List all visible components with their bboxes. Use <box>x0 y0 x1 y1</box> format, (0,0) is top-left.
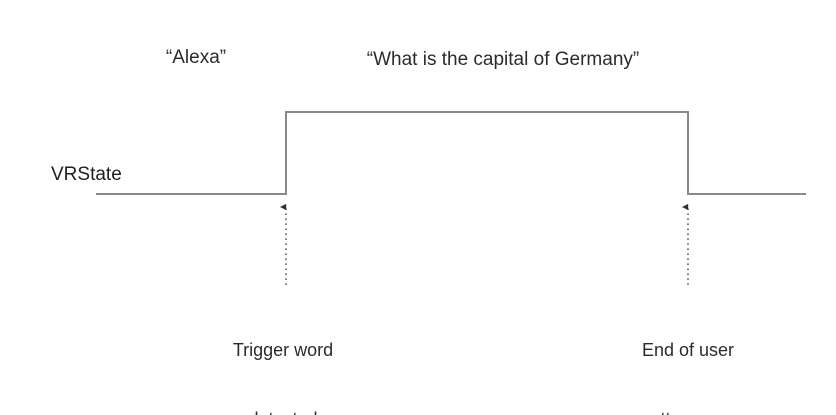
annotation-end-utterance-line2: utterance <box>642 408 734 415</box>
speech-label-trigger-word: “Alexa” <box>165 47 227 68</box>
speech-label-user-utterance: “What is the capital of Germany” <box>366 49 640 70</box>
signal-name-label: VRState <box>51 164 122 185</box>
annotation-trigger-word-line2: detected <box>233 408 333 415</box>
annotation-trigger-word-detected: Trigger word detected <box>233 293 333 415</box>
vrstate-waveform-trace <box>96 111 806 195</box>
annotation-end-utterance-line1: End of user <box>641 340 735 361</box>
annotation-end-of-user-utterance: End of user utterance <box>642 293 734 415</box>
annotation-trigger-word-line1: Trigger word <box>232 340 334 361</box>
